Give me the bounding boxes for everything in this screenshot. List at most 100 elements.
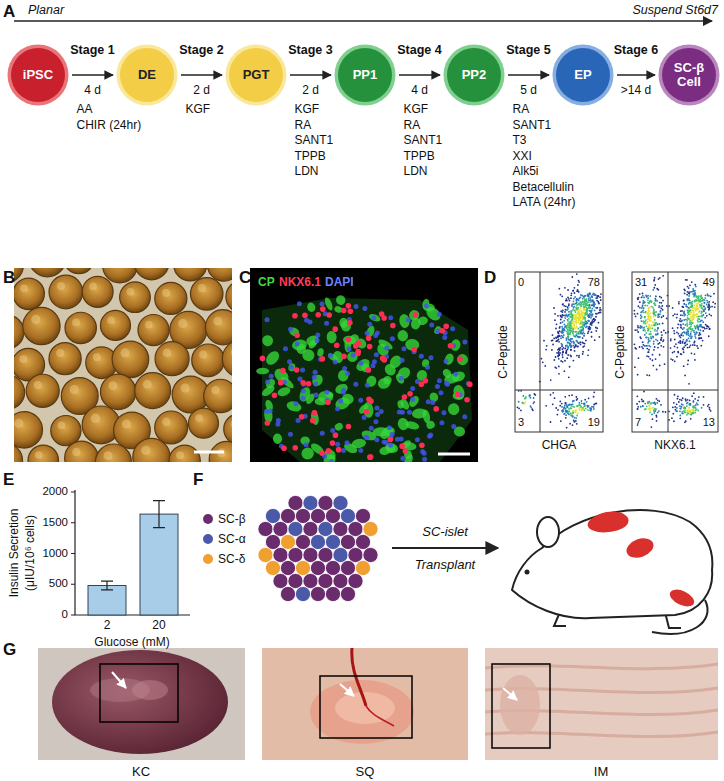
cell-sphere: [205, 310, 232, 345]
event-dot: [577, 321, 579, 323]
event-dot: [660, 345, 662, 347]
event-dot: [588, 293, 590, 295]
event-dot: [554, 319, 556, 321]
event-dot: [567, 332, 569, 334]
cell-sphere: [155, 411, 188, 444]
event-dot: [580, 301, 582, 303]
stained-cell: [450, 326, 455, 331]
cell-sphere: [120, 348, 129, 357]
event-dot: [697, 318, 699, 320]
event-dot: [578, 304, 580, 306]
event-dot: [589, 307, 591, 309]
event-dot: [592, 319, 594, 321]
event-dot: [575, 417, 577, 419]
event-dot: [673, 333, 675, 335]
event-dot: [557, 355, 559, 357]
event-dot: [576, 308, 578, 310]
cell-sphere: [120, 282, 151, 313]
event-dot: [657, 333, 659, 335]
event-dot: [691, 337, 693, 339]
event-dot: [657, 314, 659, 316]
event-dot: [688, 383, 690, 385]
event-dot: [575, 311, 577, 313]
event-dot: [572, 329, 574, 331]
event-dot: [581, 313, 583, 315]
stained-cell: [341, 390, 346, 395]
event-dot: [571, 318, 573, 320]
stained-cell: [374, 406, 379, 411]
event-dot: [567, 306, 569, 308]
stained-cell: [306, 302, 316, 313]
event-dot: [584, 302, 586, 304]
event-dot: [585, 339, 587, 341]
event-dot: [589, 293, 591, 295]
event-dot: [574, 296, 576, 298]
event-dot: [658, 323, 660, 325]
stained-cell: [289, 364, 294, 369]
event-dot: [595, 316, 597, 318]
event-dot: [687, 331, 689, 333]
event-dot: [655, 322, 657, 324]
event-dot: [686, 343, 688, 345]
event-dot: [655, 339, 657, 341]
event-dot: [550, 379, 552, 381]
event-dot: [651, 306, 653, 308]
event-dot: [578, 336, 580, 338]
event-dot: [661, 334, 663, 336]
event-dot: [571, 338, 573, 340]
event-dot: [655, 299, 657, 301]
event-dot: [677, 323, 679, 325]
event-dot: [659, 365, 661, 367]
cell-sphere: [72, 448, 80, 456]
event-dot: [599, 296, 601, 298]
event-dot: [572, 345, 574, 347]
stained-cell: [368, 398, 374, 404]
event-dot: [689, 340, 691, 342]
event-dot: [676, 403, 678, 405]
event-dot: [566, 331, 568, 333]
stained-cell: [326, 331, 337, 344]
event-dot: [688, 334, 690, 336]
event-dot: [690, 312, 692, 314]
cell-sphere: [49, 275, 83, 309]
event-dot: [706, 327, 708, 329]
event-dot: [573, 400, 575, 402]
event-dot: [674, 346, 676, 348]
event-dot: [703, 306, 705, 308]
stained-cell: [444, 381, 449, 386]
event-dot: [695, 296, 697, 298]
event-dot: [686, 334, 688, 336]
event-dot: [552, 334, 554, 336]
event-dot: [656, 300, 658, 302]
cell-sphere: [180, 383, 189, 392]
event-dot: [700, 312, 702, 314]
event-dot: [654, 302, 656, 304]
event-dot: [699, 326, 701, 328]
event-dot: [692, 315, 694, 317]
event-dot: [652, 354, 654, 356]
event-dot: [564, 413, 566, 415]
event-dot: [698, 338, 700, 340]
event-dot: [684, 314, 686, 316]
event-dot: [566, 411, 568, 413]
event-dot: [686, 322, 688, 324]
event-dot: [562, 328, 564, 330]
event-dot: [642, 348, 644, 350]
cell-sphere: [95, 444, 131, 462]
event-dot: [572, 403, 574, 405]
event-dot: [588, 349, 590, 351]
event-dot: [590, 327, 592, 329]
event-dot: [675, 410, 677, 412]
stained-cell: [424, 303, 429, 308]
event-dot: [567, 336, 569, 338]
event-dot: [569, 329, 571, 331]
event-dot: [567, 316, 569, 318]
event-dot: [690, 334, 692, 336]
event-dot: [577, 316, 579, 318]
event-dot: [584, 300, 586, 302]
event-dot: [708, 404, 710, 406]
event-dot: [648, 349, 650, 351]
event-dot: [703, 396, 705, 398]
event-dot: [562, 356, 564, 358]
event-dot: [581, 320, 583, 322]
